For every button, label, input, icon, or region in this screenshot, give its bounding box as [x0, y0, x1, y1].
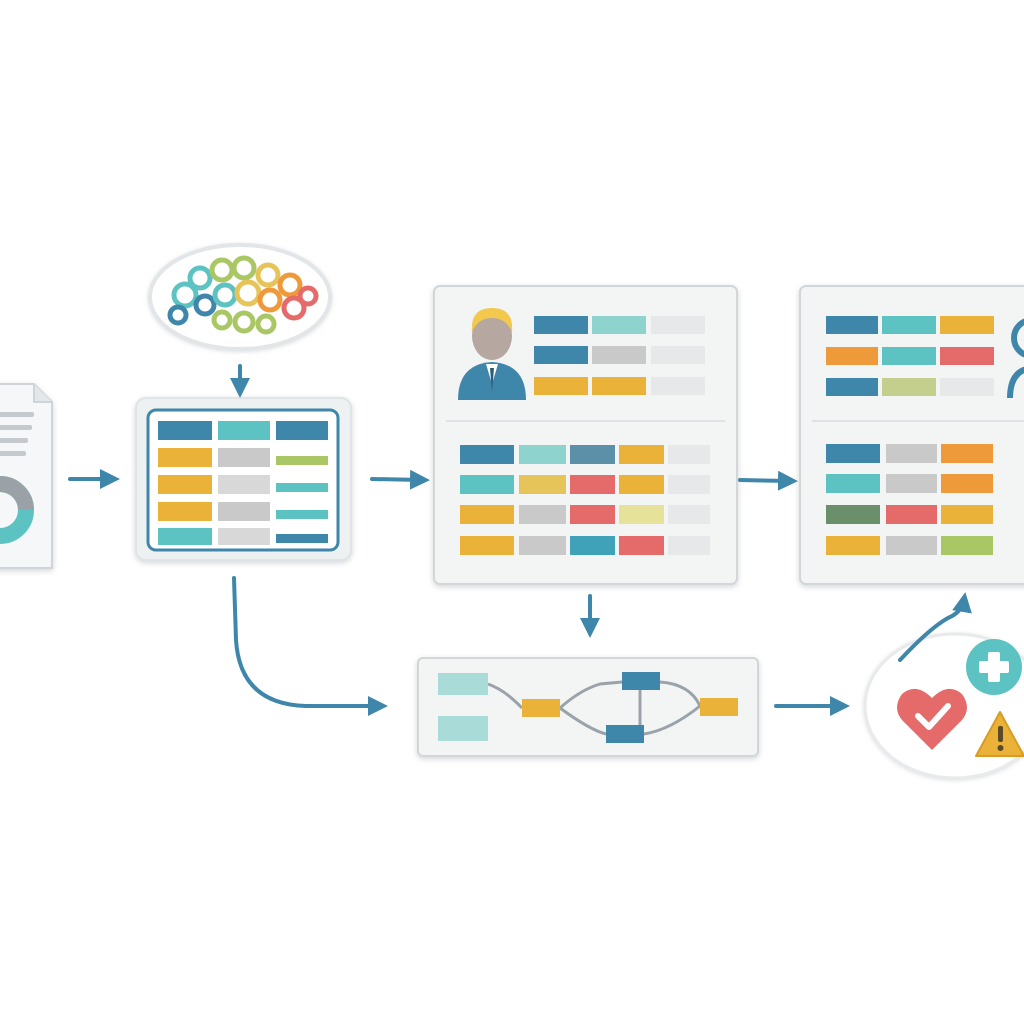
document-text-lines [0, 412, 34, 456]
workflow-graph [417, 657, 759, 757]
user-outline-avatar-icon [1007, 318, 1024, 399]
workflow-node [622, 672, 660, 690]
knowledge-brain [148, 243, 332, 351]
workflow-node [522, 699, 560, 717]
workflow-node [438, 716, 488, 741]
workflow-graph-nodes [438, 672, 738, 743]
heart-check-icon [897, 688, 967, 750]
workflow-node [700, 698, 738, 716]
document-fold [33, 384, 52, 403]
source-document [0, 383, 53, 569]
outcome-badges [863, 632, 1024, 780]
flow-arrows [68, 364, 972, 716]
donut-chart-icon [0, 476, 34, 544]
warning-triangle-icon [975, 711, 1024, 757]
data-table [135, 397, 352, 561]
data-table-cells [158, 421, 328, 545]
workflow-graph-connectors [487, 680, 702, 736]
workflow-node [606, 725, 644, 743]
businessman-avatar-icon [458, 308, 526, 400]
brain-network-icon [167, 255, 319, 335]
arrow-table-to-workflow [232, 576, 388, 716]
plus-cross-icon [966, 639, 1022, 695]
arrow-panel-a-to-panel-b [738, 470, 798, 491]
profile-panel-a-grid-cells [460, 445, 710, 555]
profile-panel-b [799, 285, 1024, 585]
profile-panel-b-header-cells [826, 316, 994, 396]
workflow-node [438, 673, 488, 695]
profile-panel-b-grid-cells [826, 444, 993, 555]
arrow-table-to-panel-a [370, 469, 430, 490]
arrow-outcomes-to-panel-b [898, 592, 972, 662]
profile-panel-a-header-cells [534, 316, 705, 395]
profile-panel-a [433, 285, 738, 585]
